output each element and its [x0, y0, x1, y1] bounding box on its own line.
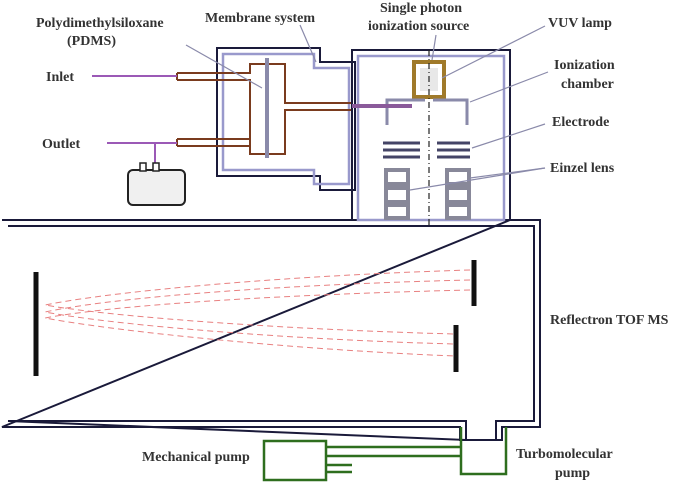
membrane-tubing	[176, 63, 352, 155]
label-membrane-system: Membrane system	[205, 11, 315, 26]
mechanical-pump	[262, 439, 328, 482]
label-pdms-line2: (PDMS)	[67, 34, 116, 49]
tof-plates	[33, 260, 477, 376]
label-ionization-line2: chamber	[561, 77, 614, 92]
label-vuv-lamp: VUV lamp	[548, 16, 612, 31]
label-ionization-line1: Ionization	[554, 58, 615, 73]
inlet-outlet-lines	[92, 75, 177, 168]
label-electrode: Electrode	[552, 115, 609, 130]
label-source-line2: ionization source	[368, 19, 469, 34]
label-einzel-lens: Einzel lens	[550, 161, 615, 176]
label-outlet: Outlet	[42, 137, 80, 152]
turbomolecular-pump	[459, 427, 508, 476]
label-turbo-line2: pump	[555, 466, 590, 481]
label-reflectron: Reflectron TOF MS	[550, 313, 669, 328]
labels: Polydimethylsiloxane (PDMS) Membrane sys…	[36, 1, 669, 481]
einzel-lens	[384, 168, 471, 220]
label-source-line1: Single photon	[380, 1, 462, 16]
ion-flight-paths	[44, 269, 471, 357]
label-turbo-line1: Turbomolecular	[516, 447, 613, 462]
label-inlet: Inlet	[46, 70, 74, 85]
reflectron-tof-chamber	[1, 219, 541, 442]
pump-lines	[326, 445, 461, 474]
label-pdms-line1: Polydimethylsiloxane	[36, 16, 164, 31]
repeller-plates	[385, 98, 469, 125]
leader-lines	[185, 24, 549, 191]
electrode-stack	[383, 141, 470, 159]
outlet-container	[127, 162, 186, 206]
label-mechanical-pump: Mechanical pump	[142, 450, 250, 465]
